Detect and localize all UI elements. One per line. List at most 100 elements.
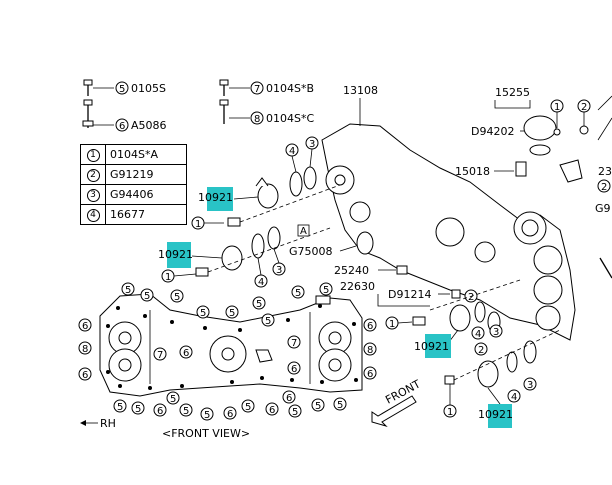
legend-code: G91219 (105, 164, 187, 185)
legend-row: 4 16677 (80, 204, 187, 225)
legend-code: 0104S*A (105, 144, 187, 165)
svg-text:5: 5 (256, 299, 262, 310)
svg-text:1: 1 (389, 319, 395, 330)
part-label-15018: 15018 (455, 165, 490, 178)
callout-circle (115, 81, 129, 95)
seal-g75008: G75008 (289, 231, 374, 258)
sprocket-assembly-right-upper: 2 4 3 (429, 279, 521, 340)
highlight-box (425, 334, 451, 358)
svg-text:5: 5 (183, 406, 189, 417)
oil-filler-cap: 15255 D94202 15018 (455, 86, 557, 178)
legend-num: 1 (86, 149, 100, 162)
bolt-legend: 5 0105S 6 A5086 7 0104S*B 8 0104S*C (82, 79, 314, 132)
part-label-10921-highlighted[interactable]: 10921 (198, 191, 233, 204)
bolt-icon (83, 79, 114, 96)
sprocket-assembly-upper: 1 4 3 (191, 136, 341, 230)
legend-table: 1 0104S*A 2 G91219 3 G94406 4 16677 (80, 144, 187, 225)
svg-text:8: 8 (82, 344, 88, 355)
svg-text:4: 4 (289, 146, 295, 157)
sensor-25240: 25240 (334, 264, 408, 277)
svg-text:6: 6 (227, 409, 233, 420)
svg-text:7: 7 (291, 338, 297, 349)
svg-text:5: 5 (315, 401, 321, 412)
svg-text:1: 1 (195, 219, 201, 230)
svg-text:5: 5 (337, 400, 343, 411)
highlight-box (167, 242, 191, 268)
right-edge-parts: 1 2 23 2 G9 (550, 95, 612, 279)
svg-text:6: 6 (82, 370, 88, 381)
legend-row: 1 0104S*A (80, 144, 187, 165)
svg-text:3: 3 (527, 380, 533, 391)
svg-text:8: 8 (367, 345, 373, 356)
svg-text:5: 5 (135, 404, 141, 415)
highlight-box (207, 187, 233, 211)
callout-circle (250, 111, 264, 125)
svg-text:2: 2 (468, 292, 474, 303)
svg-text:3: 3 (276, 265, 282, 276)
svg-text:5: 5 (170, 394, 176, 405)
legend-code: 16677 (105, 204, 187, 225)
svg-text:2: 2 (601, 182, 607, 193)
callout-num: 7 (254, 84, 260, 95)
part-label-10921-highlighted[interactable]: 10921 (158, 248, 193, 261)
bolt-icon (219, 79, 250, 96)
part-label-23: 23 (598, 165, 612, 178)
sprocket-assembly-right-lower: 2 4 3 1 (443, 329, 561, 418)
front-view-caption: <FRONT VIEW> (162, 427, 250, 440)
svg-text:5: 5 (174, 292, 180, 303)
svg-text:2: 2 (581, 102, 587, 113)
reference-a-label: A (300, 226, 307, 237)
svg-text:5: 5 (200, 308, 206, 319)
front-view-drawing: 5 5 5 5 5 5 5 5 5 6 8 6 6 8 6 7 6 7 6 5 … (78, 282, 377, 421)
legend-row: 3 G94406 (80, 184, 187, 205)
svg-text:6: 6 (157, 406, 163, 417)
bolt-code-0104s-c: 0104S*C (266, 112, 314, 125)
svg-text:6: 6 (291, 364, 297, 375)
part-label-15255: 15255 (495, 86, 530, 99)
svg-text:5: 5 (265, 316, 271, 327)
part-label-22630: 22630 (340, 280, 375, 293)
bolt-code-0104s-b: 0104S*B (266, 82, 314, 95)
svg-text:1: 1 (447, 407, 453, 418)
svg-text:5: 5 (125, 285, 131, 296)
svg-text:5: 5 (229, 308, 235, 319)
callout-num: 8 (254, 114, 260, 125)
svg-text:5: 5 (144, 291, 150, 302)
svg-text:6: 6 (286, 393, 292, 404)
svg-text:6: 6 (82, 321, 88, 332)
front-view-callouts: 5 5 5 5 5 5 5 5 5 6 8 6 6 8 6 7 6 7 6 5 … (78, 282, 377, 421)
svg-text:5: 5 (245, 402, 251, 413)
bolt-code-a5086: A5086 (131, 119, 167, 132)
part-label-10921-highlighted[interactable]: 10921 (478, 408, 513, 421)
svg-text:6: 6 (183, 348, 189, 359)
bolt-icon (82, 99, 114, 128)
bolt-code-0105s: 0105S (131, 82, 166, 95)
sensor-22630: 22630 D91214 1 (340, 280, 461, 330)
rh-arrow: RH (80, 417, 116, 430)
bolt-icon (219, 99, 250, 124)
svg-text:5: 5 (204, 410, 210, 421)
callout-num: 6 (119, 121, 125, 132)
rh-label: RH (100, 417, 116, 430)
svg-text:3: 3 (493, 327, 499, 338)
part-label-d91214: D91214 (388, 288, 431, 301)
svg-text:6: 6 (367, 321, 373, 332)
svg-text:1: 1 (554, 102, 560, 113)
part-label-d94202: D94202 (471, 125, 514, 138)
callout-circle (250, 81, 264, 95)
legend-num: 4 (86, 209, 100, 222)
callout-circle (115, 118, 129, 132)
svg-text:4: 4 (475, 329, 481, 340)
svg-text:7: 7 (157, 350, 163, 361)
svg-text:1: 1 (165, 272, 171, 283)
svg-text:6: 6 (269, 405, 275, 416)
legend-num: 2 (86, 169, 100, 182)
callout-num: 5 (119, 84, 125, 95)
svg-text:4: 4 (511, 392, 517, 403)
front-arrow: FRONT (371, 377, 423, 428)
legend-num: 3 (86, 189, 100, 202)
part-label-10921-highlighted[interactable]: 10921 (414, 340, 449, 353)
svg-text:6: 6 (367, 369, 373, 380)
svg-text:5: 5 (323, 285, 329, 296)
